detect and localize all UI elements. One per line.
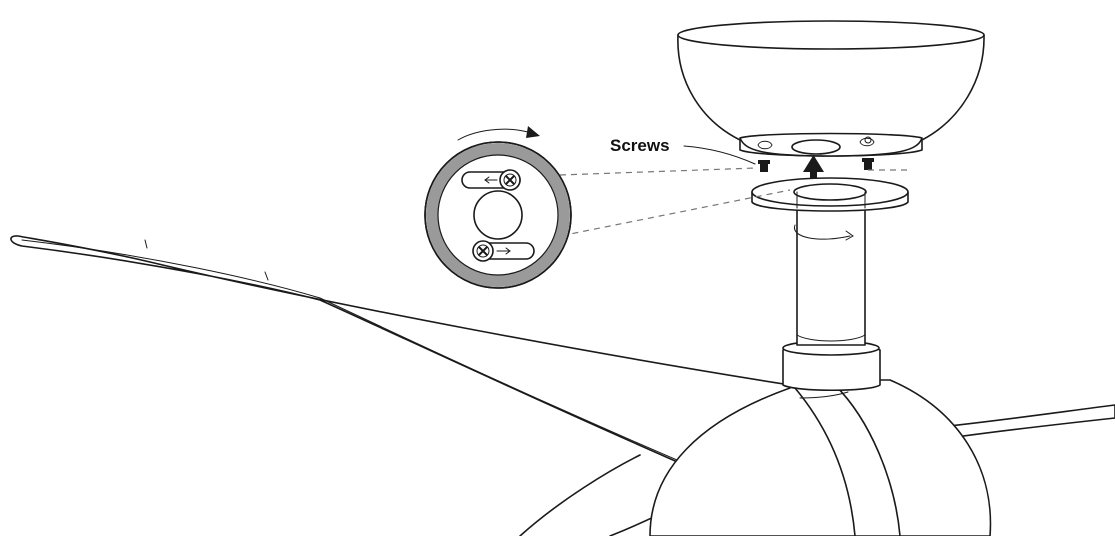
phillips-screw-icon bbox=[499, 169, 521, 191]
slot-direction-arrow-icon bbox=[496, 247, 511, 255]
phillips-screw-icon bbox=[472, 240, 494, 262]
detail-leader-lines bbox=[539, 167, 910, 241]
ring-detail-inset bbox=[424, 141, 572, 289]
cover-ring bbox=[751, 177, 909, 212]
screws-callout: Screws bbox=[610, 136, 756, 165]
rotation-arrow-icon bbox=[457, 126, 540, 141]
slot-direction-arrow-icon bbox=[484, 176, 498, 184]
downrod-coupler bbox=[782, 340, 881, 392]
downrod bbox=[796, 204, 866, 346]
fan-blade-right bbox=[929, 404, 1115, 441]
screw-right bbox=[862, 158, 874, 170]
screws-label: Screws bbox=[610, 136, 670, 155]
screw-left bbox=[758, 160, 770, 172]
canopy bbox=[677, 20, 985, 157]
rotation-arrow-icon bbox=[794, 224, 854, 241]
